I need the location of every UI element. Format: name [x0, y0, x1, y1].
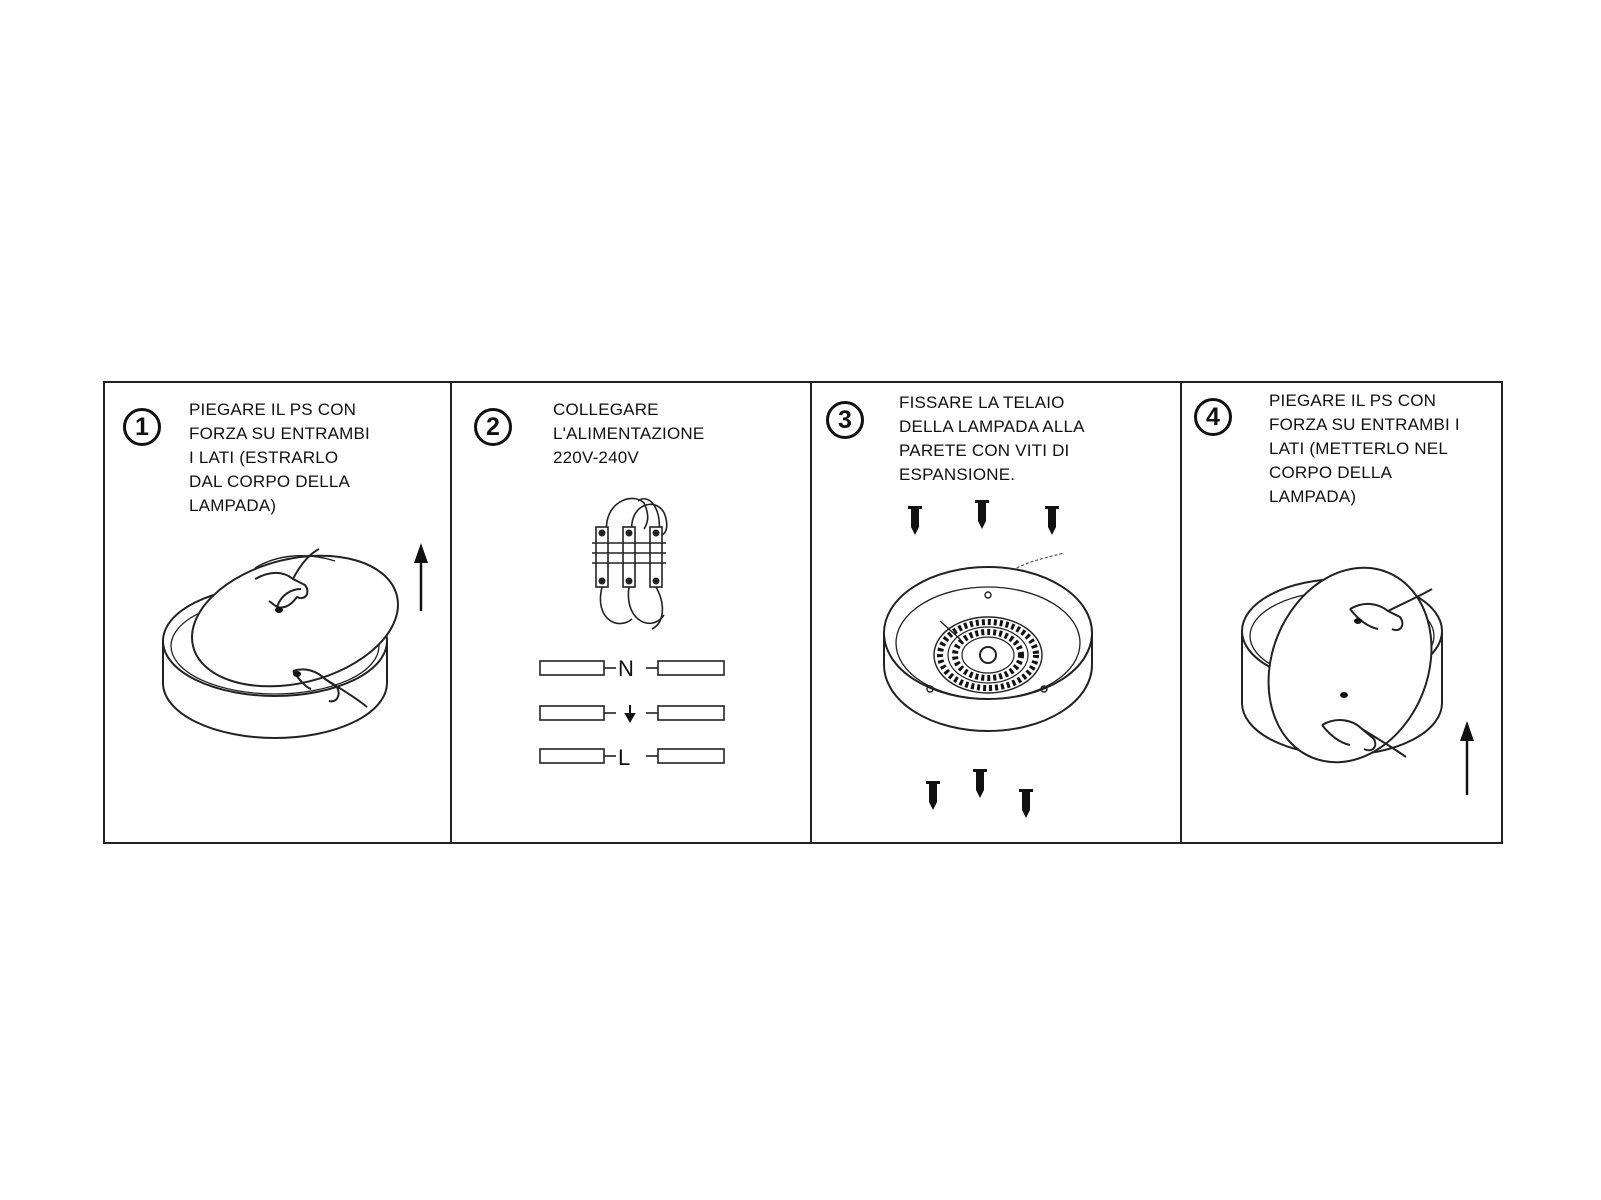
step-number-1: 1 [123, 408, 161, 446]
step-1-line: LAMPADA) [189, 496, 277, 515]
step-4-panel: 4 PIEGARE IL PS CON FORZA SU ENTRAMBI I … [1180, 383, 1501, 842]
step-3-text: FISSARE LA TELAIO DELLA LAMPADA ALLA PAR… [899, 391, 1085, 487]
step-1-text: PIEGARE IL PS CON FORZA SU ENTRAMBI I LA… [189, 398, 370, 518]
neutral-label: N [618, 656, 634, 681]
step-number-3: 3 [826, 401, 864, 439]
step-1-line: I LATI (ESTRARLO [189, 448, 339, 467]
step-2-line: COLLEGARE [553, 400, 659, 419]
step-2-line: L'ALIMENTAZIONE [553, 424, 705, 443]
step-2-line: 220V-240V [553, 448, 639, 467]
step-3-line: DELLA LAMPADA ALLA [899, 417, 1085, 436]
step-1-line: FORZA SU ENTRAMBI [189, 424, 370, 443]
step-4-text: PIEGARE IL PS CON FORZA SU ENTRAMBI I LA… [1269, 389, 1460, 509]
step-4-line: LATI (METTERLO NEL [1269, 439, 1448, 458]
step-1-line: PIEGARE IL PS CON [189, 400, 357, 419]
step-1-line: DAL CORPO DELLA [189, 472, 351, 491]
step-number-4: 4 [1194, 398, 1232, 436]
line-label: L [618, 745, 630, 770]
step-3-line: PARETE CON VITI DI [899, 441, 1070, 460]
earth-icon [624, 705, 636, 724]
screw-icon [908, 500, 1059, 818]
arrow-up-icon [414, 543, 428, 611]
step-4-line: CORPO DELLA [1269, 463, 1393, 482]
insert-diffuser-illustration [1241, 566, 1474, 795]
step-4-line: PIEGARE IL PS CON [1269, 391, 1437, 410]
arrow-up-icon [1460, 721, 1474, 795]
step-3-line: ESPANSIONE. [899, 465, 1016, 484]
terminal-block-icon [592, 497, 668, 630]
step-2-panel: 2 COLLEGARE L'ALIMENTAZIONE 220V-240V [450, 383, 810, 842]
remove-diffuser-illustration [162, 543, 428, 739]
step-4-line: LAMPADA) [1269, 487, 1357, 506]
step-1-panel: 1 PIEGARE IL PS CON FORZA SU ENTRAMBI I … [105, 383, 450, 842]
instruction-strip: 1 PIEGARE IL PS CON FORZA SU ENTRAMBI I … [103, 381, 1503, 844]
step-3-panel: 3 FISSARE LA TELAIO DELLA LAMPADA ALLA P… [810, 383, 1180, 842]
step-3-line: FISSARE LA TELAIO [899, 393, 1065, 412]
step-2-text: COLLEGARE L'ALIMENTAZIONE 220V-240V [553, 398, 704, 470]
wall-mount-illustration [883, 500, 1093, 818]
step-number-2: 2 [474, 408, 512, 446]
wiring-illustration: N L [539, 497, 725, 770]
step-4-line: FORZA SU ENTRAMBI I [1269, 415, 1460, 434]
